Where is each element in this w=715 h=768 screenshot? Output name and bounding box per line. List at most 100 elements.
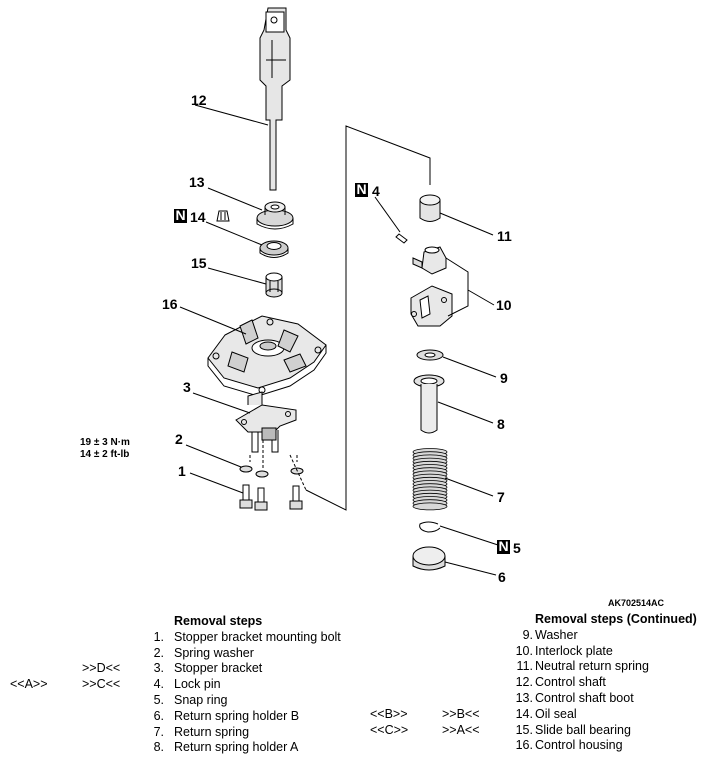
leader-14 xyxy=(205,221,263,246)
part-mounting-bolts xyxy=(239,484,303,511)
torque-spec-ftlb: 14 ± 2 ft-lb xyxy=(80,449,129,460)
part-control-shaft-boot xyxy=(256,201,294,230)
grease-icon xyxy=(216,210,230,222)
callout-14: 14 xyxy=(190,209,206,225)
step-number: 11. xyxy=(516,659,533,674)
part-lock-pin xyxy=(395,233,408,244)
step-number: 5. xyxy=(153,692,164,707)
callout-11: 11 xyxy=(497,228,512,244)
removal-step-row: <<B>>>>B<<14.Oil seal xyxy=(360,707,715,723)
step-text: Return spring holder B xyxy=(174,708,300,723)
removal-steps-continued-title: Removal steps (Continued) xyxy=(535,612,697,626)
removal-step-row: 13.Control shaft boot xyxy=(360,691,715,707)
step-number: 3. xyxy=(153,661,164,676)
leader-16 xyxy=(179,306,247,335)
removal-step-row: <<A>> >>C<< 4. Lock pin xyxy=(0,677,360,693)
removal-step-row: 11.Neutral return spring xyxy=(360,659,715,675)
part-return-spring-holder-a xyxy=(413,374,445,434)
removal-steps-left: Removal steps 1. Stopper bracket mounting… xyxy=(0,614,360,756)
step-number: 2. xyxy=(153,645,164,660)
callout-1: 1 xyxy=(178,463,186,479)
part-oil-seal xyxy=(259,240,289,258)
leader-5 xyxy=(439,525,499,546)
new-part-marker-5: N xyxy=(497,538,510,554)
callout-4: 4 xyxy=(372,183,380,199)
removal-ref: >>B<< xyxy=(442,706,480,721)
step-number: 8. xyxy=(153,740,164,755)
part-stopper-bracket xyxy=(235,391,297,453)
removal-step-row: 5. Snap ring xyxy=(0,693,360,709)
leader-4 xyxy=(374,196,401,233)
callout-15: 15 xyxy=(191,255,207,271)
part-slide-ball-bearing xyxy=(265,272,283,298)
step-text: Stopper bracket xyxy=(174,661,263,676)
step-number: 6. xyxy=(153,708,164,723)
removal-ref: >>A<< xyxy=(442,722,480,737)
leader-7 xyxy=(444,477,494,497)
part-washer xyxy=(416,349,444,361)
removal-step-row: 16.Control housing xyxy=(360,738,715,754)
step-text: Stopper bracket mounting bolt xyxy=(174,629,341,644)
step-text: Washer xyxy=(535,627,578,642)
removal-ref: >>C<< xyxy=(82,677,121,692)
leader-10 xyxy=(445,257,495,317)
leader-3 xyxy=(192,392,251,414)
step-number: 15. xyxy=(515,722,533,737)
step-text: Return spring holder A xyxy=(174,740,299,755)
removal-step-row: 8. Return spring holder A xyxy=(0,740,360,756)
part-return-spring-holder-b xyxy=(412,546,446,571)
part-neutral-return-spring xyxy=(419,194,441,222)
step-number: 4. xyxy=(153,677,164,692)
removal-step-row: 9.Washer xyxy=(360,628,715,644)
svg-text:N: N xyxy=(356,181,366,197)
callout-7: 7 xyxy=(497,489,505,505)
part-return-spring xyxy=(412,448,448,511)
svg-text:N: N xyxy=(175,207,185,223)
step-number: 16. xyxy=(515,738,533,753)
callout-8: 8 xyxy=(497,416,505,432)
install-ref: <<A>> xyxy=(10,677,48,692)
step-number: 14. xyxy=(515,706,533,721)
step-text: Slide ball bearing xyxy=(535,722,631,737)
torque-spec-nm: 19 ± 3 N·m xyxy=(80,437,130,448)
removal-step-row: 12.Control shaft xyxy=(360,675,715,691)
callout-3: 3 xyxy=(183,379,191,395)
step-text: Control housing xyxy=(535,738,623,753)
removal-step-row: >>D<<3.Stopper bracket xyxy=(0,661,360,677)
leader-13 xyxy=(207,187,263,211)
step-number: 10. xyxy=(515,643,533,658)
callout-2: 2 xyxy=(175,431,183,447)
part-interlock-plate xyxy=(410,246,453,327)
leader-15 xyxy=(207,267,267,285)
step-number: 12. xyxy=(515,675,533,690)
step-text: Lock pin xyxy=(174,677,221,692)
step-number: 1. xyxy=(153,629,164,644)
removal-step-row: 7.Return spring xyxy=(0,725,360,741)
removal-step-row: <<C>>>>A<<15.Slide ball bearing xyxy=(360,723,715,739)
leader-9 xyxy=(442,356,497,378)
step-text: Spring washer xyxy=(174,645,254,660)
step-text: Neutral return spring xyxy=(535,659,649,674)
leader-1 xyxy=(189,472,244,494)
leader-12 xyxy=(194,104,269,126)
step-text: Control shaft boot xyxy=(535,690,634,705)
leader-6 xyxy=(444,561,497,576)
removal-steps-title: Removal steps xyxy=(174,614,263,628)
svg-text:N: N xyxy=(498,538,508,554)
removal-step-row: 2. Spring washer xyxy=(0,646,360,662)
part-control-housing xyxy=(207,315,327,397)
step-number: 7. xyxy=(153,724,164,739)
callout-12: 12 xyxy=(191,92,207,108)
figure-id: AK702514AC xyxy=(608,598,665,608)
install-ref: <<B>> xyxy=(370,706,408,721)
step-text: Snap ring xyxy=(174,692,228,707)
callout-6: 6 xyxy=(498,569,506,585)
new-part-marker-4: N xyxy=(355,181,368,197)
callout-9: 9 xyxy=(500,370,508,386)
leader-2 xyxy=(185,444,242,468)
step-text: Control shaft xyxy=(535,675,606,690)
leader-11 xyxy=(439,212,494,236)
callout-16: 16 xyxy=(162,296,178,312)
part-spring-washers xyxy=(239,465,304,478)
